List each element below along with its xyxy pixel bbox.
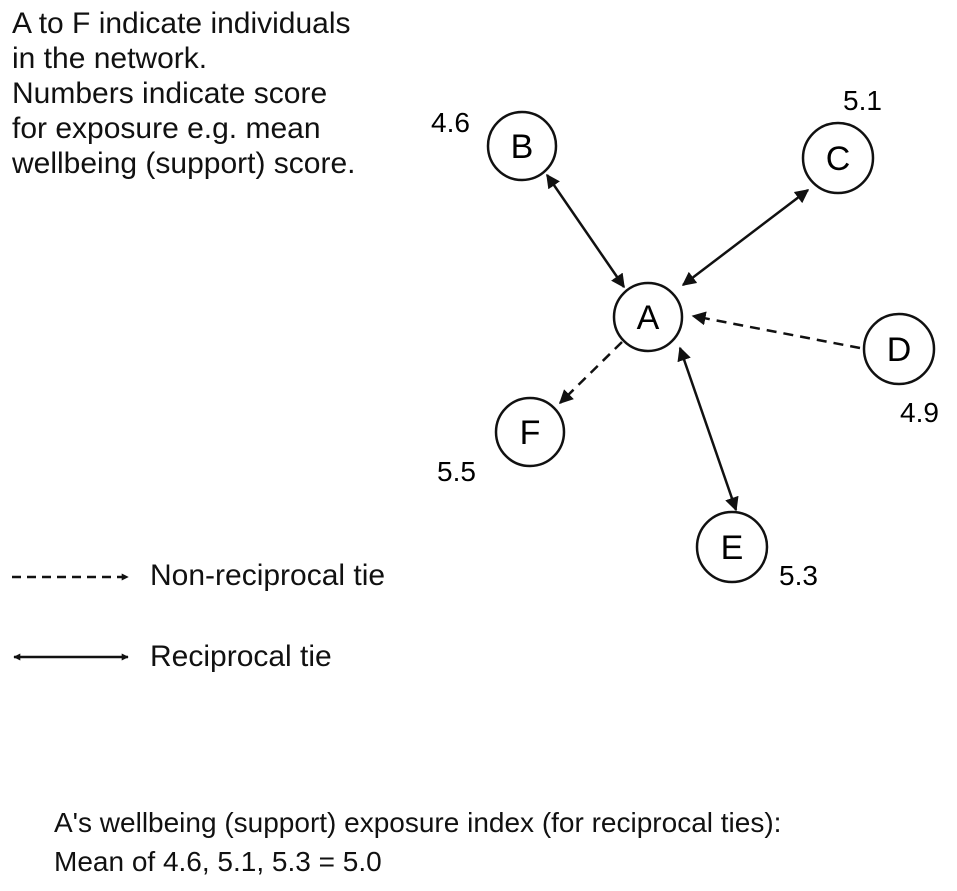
node-e: E — [695, 510, 769, 584]
footer-line-1: A's wellbeing (support) exposure index (… — [54, 807, 782, 838]
node-b: B — [486, 110, 558, 182]
caption-line: wellbeing (support) score. — [12, 147, 356, 180]
score-d: 4.9 — [900, 397, 939, 428]
edge-a-e — [677, 346, 739, 512]
caption-line: for exposure e.g. mean — [12, 112, 321, 145]
footer-line-2: Mean of 4.6, 5.1, 5.3 = 5.0 — [54, 846, 382, 877]
node-e-label: E — [721, 529, 744, 567]
caption: A to F indicate individuals in the netwo… — [12, 6, 356, 181]
legend-non-reciprocal-label: Non-reciprocal tie — [150, 559, 386, 592]
caption-line: A to F indicate individuals — [12, 7, 351, 40]
edge-a-c — [681, 189, 810, 286]
caption-line: Numbers indicate score — [12, 77, 328, 110]
footer: A's wellbeing (support) exposure index (… — [54, 803, 781, 881]
node-d-label: D — [887, 331, 912, 369]
node-a: A — [612, 281, 684, 353]
legend-reciprocal-label: Reciprocal tie — [150, 640, 332, 673]
node-c: C — [801, 121, 875, 195]
score-c: 5.1 — [843, 85, 882, 116]
node-d: D — [862, 312, 936, 386]
node-f-label: F — [520, 414, 541, 452]
score-b: 4.6 — [431, 107, 470, 138]
node-f: F — [494, 396, 566, 468]
caption-line: in the network. — [12, 42, 208, 75]
edge-a-f — [559, 341, 623, 404]
edge-d-a — [691, 311, 861, 350]
score-f: 5.5 — [437, 456, 476, 487]
node-b-label: B — [511, 128, 534, 166]
score-e: 5.3 — [779, 560, 818, 591]
node-a-label: A — [637, 299, 660, 337]
node-c-label: C — [826, 140, 851, 178]
edge-a-b — [545, 173, 626, 289]
